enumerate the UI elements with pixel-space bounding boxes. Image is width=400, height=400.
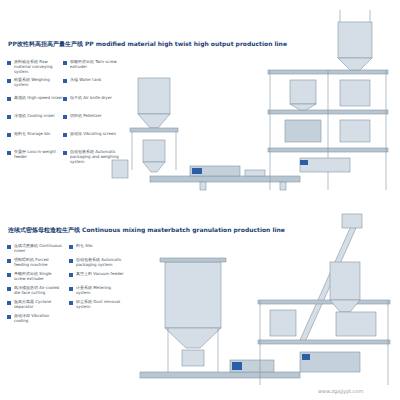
equipment-label: 强制喂料机 Forced feeding machine	[14, 258, 64, 268]
equipment-label: 储料仓 Storage bin	[14, 132, 64, 137]
item-icon	[69, 287, 73, 291]
item-icon	[7, 97, 11, 101]
equipment-label: 水槽 Water tank	[70, 78, 120, 83]
item-icon	[63, 61, 67, 65]
equipment-label: 双螺杆挤出机 Twin screw extruder	[70, 60, 120, 70]
item-icon	[7, 315, 11, 319]
equipment-label: 自动包装系统 Automatic packaging and weighing …	[70, 150, 120, 164]
equipment-label: 振动冷却 Vibration cooling	[14, 314, 64, 324]
item-icon	[7, 61, 11, 65]
item-icon	[7, 151, 11, 155]
item-icon	[69, 259, 73, 263]
equipment-label: 原料输送系统 Raw material conveying system	[14, 60, 64, 74]
item-icon	[7, 273, 11, 277]
equipment-label: 称重系统 Weighing system	[14, 78, 64, 88]
equipment-label: 单螺杆挤出机 Single screw extruder	[14, 272, 64, 282]
item-icon	[69, 273, 73, 277]
item-icon	[7, 259, 11, 263]
equipment-label: 吹干机 Air knife dryer	[70, 96, 120, 101]
equipment-label: 旋风分离器 Cyclone separator	[14, 300, 64, 310]
item-icon	[63, 79, 67, 83]
equipment-label: 计量系统 Metering system	[76, 286, 126, 296]
equipment-label: 除尘系统 Dust removal system	[76, 300, 126, 310]
item-icon	[7, 79, 11, 83]
equipment-label: 高混机 High-speed mixer	[14, 96, 64, 101]
item-icon	[7, 115, 11, 119]
equipment-label: 振动筛 Vibrating screen	[70, 132, 120, 137]
equipment-label: 冷混机 Cooling mixer	[14, 114, 64, 119]
watermark: www.zgxjjypt.com	[318, 388, 363, 394]
equipment-label: 连续式密炼机 Continuous mixer	[14, 244, 64, 254]
equipment-label: 切粒机 Pelletizer	[70, 114, 120, 119]
equipment-label: 失重秤 Loss-in-weight feeder	[14, 150, 64, 160]
equipment-label: 自动包装系统 Automatic packaging system	[76, 258, 126, 268]
item-icon	[69, 245, 73, 249]
item-icon	[69, 301, 73, 305]
section-heading: 连续式密炼母粒造粒生产线 Continuous mixing masterbat…	[8, 226, 285, 233]
equipment-label: 风冷模面热切 Air-cooled die face cutting	[14, 286, 64, 296]
item-icon	[7, 287, 11, 291]
item-icon	[7, 245, 11, 249]
item-icon	[7, 301, 11, 305]
equipment-label: 真空上料 Vacuum feeder	[76, 272, 126, 277]
item-icon	[63, 133, 67, 137]
item-icon	[63, 151, 67, 155]
item-icon	[63, 97, 67, 101]
item-icon	[7, 133, 11, 137]
item-icon	[63, 115, 67, 119]
section-heading: PP改性料高扭高产量生产线 PP modified material high …	[8, 40, 287, 47]
equipment-label: 料仓 Silo	[76, 244, 126, 249]
